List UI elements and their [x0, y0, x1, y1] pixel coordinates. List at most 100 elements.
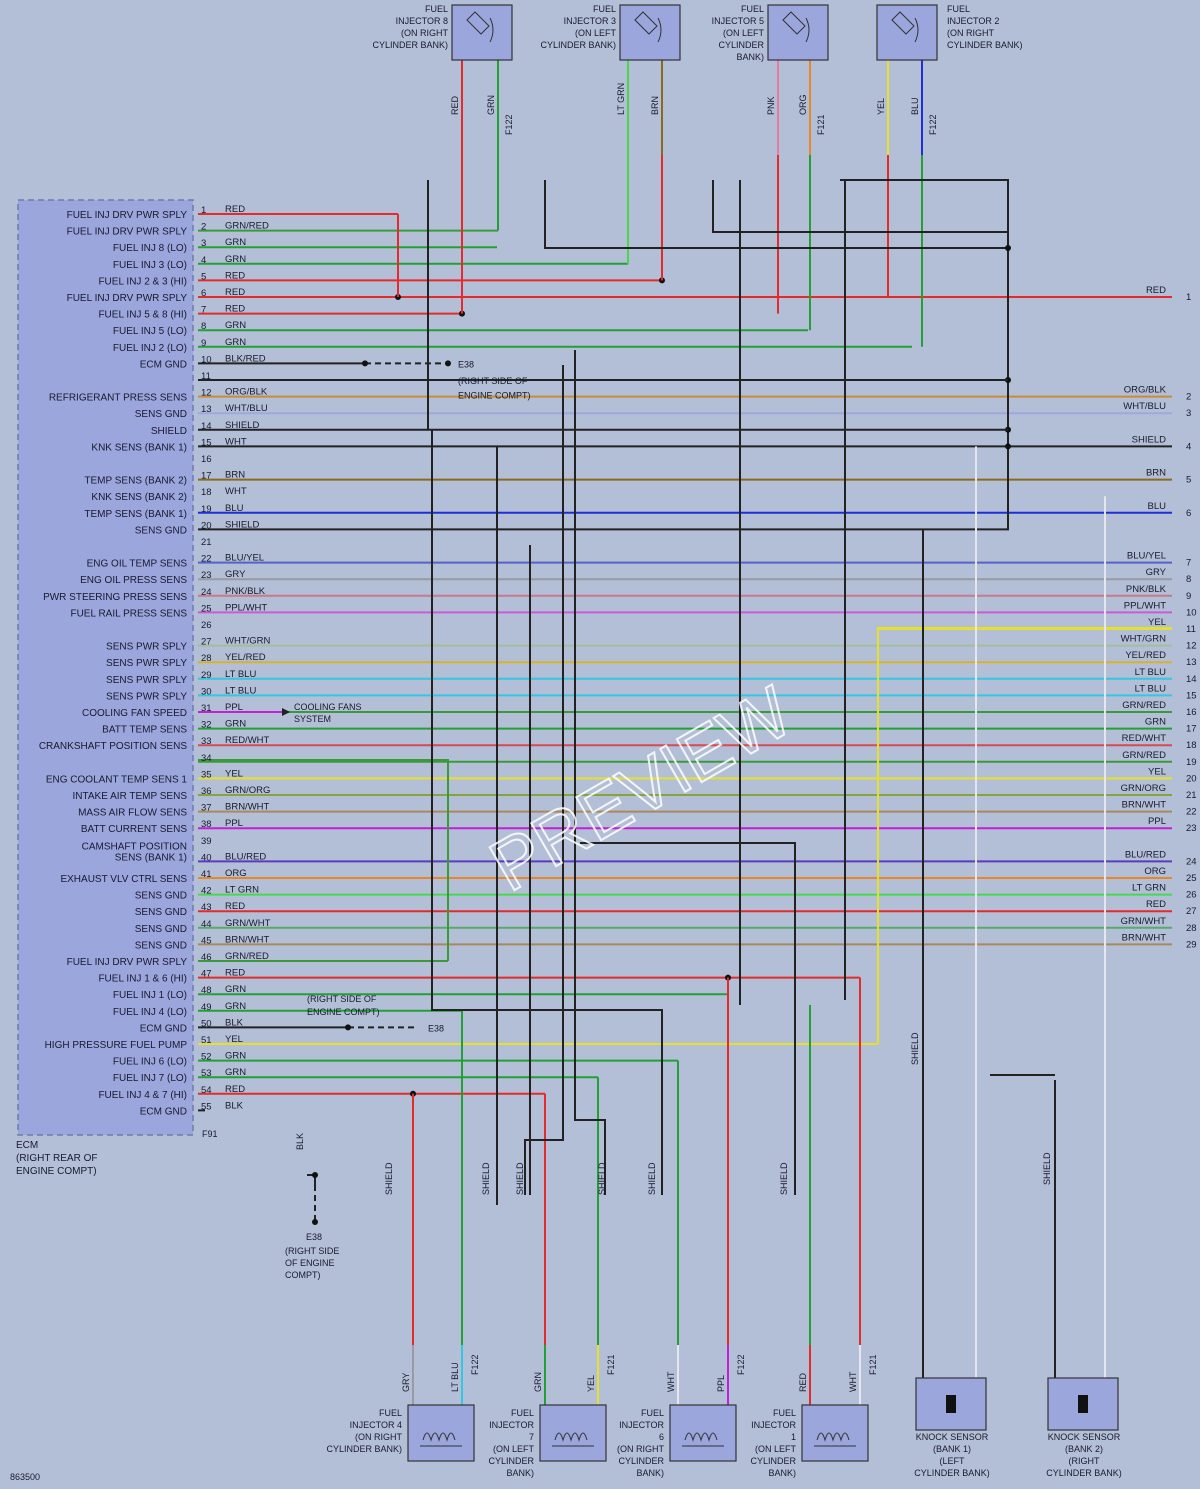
shield-run	[574, 350, 606, 1195]
ecm-pin-number: 42	[201, 886, 212, 897]
ecm-pin-func: INTAKE AIR TEMP SENS	[73, 791, 188, 802]
ecm-wire-label: GRN	[225, 1051, 246, 1062]
ecm-wire-label: GRN	[225, 337, 246, 348]
wire-color-label: ORG	[798, 94, 808, 115]
splice-dot	[1005, 443, 1011, 450]
right-terminal-number: 25	[1186, 873, 1197, 884]
ecm-wire-label: GRY	[225, 569, 246, 580]
ecm-pin-func: FUEL INJ 6 (LO)	[113, 1057, 187, 1068]
injector-icon	[801, 1404, 869, 1462]
ecm-pin-number: 14	[201, 421, 212, 432]
ecm-pin-number: 10	[201, 354, 212, 365]
svg-text:(RIGHT SIDE OF: (RIGHT SIDE OF	[458, 376, 528, 386]
right-wire-label: BRN	[1146, 468, 1166, 479]
ecm-pin-func: FUEL INJ 8 (LO)	[113, 243, 187, 254]
right-wire-label: GRN	[1145, 717, 1166, 728]
knock-sensor-label: (BANK 2)	[1065, 1444, 1103, 1454]
knock-sensor-label: KNOCK SENSOR	[916, 1432, 989, 1442]
wire-run	[877, 627, 1172, 1044]
svg-text:E38: E38	[458, 359, 474, 369]
ecm-pin-func: SENS GND	[135, 891, 187, 902]
svg-text:(RIGHT SIDE: (RIGHT SIDE	[285, 1246, 339, 1256]
knock-sensor-label: CYLINDER BANK)	[914, 1468, 990, 1478]
ecm-pin-func: FUEL INJ 1 (LO)	[113, 990, 187, 1001]
svg-text:E38: E38	[428, 1023, 444, 1033]
ecm-pin-number: 53	[201, 1068, 212, 1079]
piezo-icon	[1078, 1395, 1088, 1413]
ecm-pin-func: ENG OIL PRESS SENS	[80, 575, 187, 586]
wire-color-label: LT GRN	[616, 83, 626, 115]
ecm-wire-label: BLK/RED	[225, 353, 266, 364]
ecm-connector: F91	[202, 1129, 218, 1139]
shield-run	[524, 365, 564, 1195]
ecm-pin-number: 28	[201, 653, 212, 664]
ecm-location-2: ENGINE COMPT)	[16, 1166, 97, 1177]
right-terminal-number: 3	[1186, 408, 1191, 419]
svg-text:E38: E38	[306, 1232, 322, 1242]
right-terminal-number: 29	[1186, 939, 1197, 950]
injector-label: BANK)	[768, 1468, 796, 1478]
ecm-pin-func: SENS GND	[135, 940, 187, 951]
injector-label: INJECTOR 2	[947, 16, 999, 26]
ecm-wire-label: GRN	[225, 320, 246, 331]
ecm-pin-func: PWR STEERING PRESS SENS	[43, 592, 187, 603]
ecm-pin-number: 21	[201, 537, 212, 548]
ecm-pin-func: SENS PWR SPLY	[106, 642, 187, 653]
right-terminal-number: 8	[1186, 574, 1191, 585]
shield-label: SHIELD	[647, 1162, 657, 1195]
ecm-pin-number: 26	[201, 620, 212, 631]
ecm-pin-func: FUEL INJ 4 & 7 (HI)	[98, 1090, 187, 1101]
splice-dot	[362, 360, 368, 367]
ecm-pin-func: TEMP SENS (BANK 1)	[84, 509, 187, 520]
ecm-pin-number: 48	[201, 985, 212, 996]
injector-label: BANK)	[736, 52, 764, 62]
ecm-pin-number: 33	[201, 736, 212, 747]
ecm-wire-label: RED	[225, 901, 245, 912]
ecm-pin-number: 15	[201, 437, 212, 448]
injector-label: CYLINDER	[750, 1456, 796, 1466]
ecm-pin-func: FUEL INJ DRV PWR SPLY	[67, 210, 188, 221]
ecm-wire-label: SHIELD	[225, 420, 259, 431]
ecm-pin-number: 4	[201, 255, 206, 266]
injector-label: 6	[659, 1432, 664, 1442]
ecm-pin-number: 54	[201, 1085, 212, 1096]
ecm-module	[17, 199, 194, 1136]
ecm-pin-number: 51	[201, 1035, 212, 1046]
ecm-pin-func: BATT CURRENT SENS	[81, 824, 187, 835]
ecm-pin-number: 23	[201, 570, 212, 581]
wire-color-label: PPL	[716, 1375, 726, 1392]
ecm-wire-label: RED/WHT	[225, 735, 270, 746]
right-terminal-number: 28	[1186, 923, 1197, 934]
right-wire-label: BLU/RED	[1125, 849, 1166, 860]
ecm-pin-func: ENG OIL TEMP SENS	[87, 559, 188, 570]
ecm-pin-func: FUEL INJ 5 & 8 (HI)	[98, 310, 187, 321]
ecm-pin-func: SENS GND	[135, 525, 187, 536]
ecm-pin-func: FUEL INJ 7 (LO)	[113, 1073, 187, 1084]
injector-label: 7	[529, 1432, 534, 1442]
shield-label: SHIELD	[779, 1162, 789, 1195]
injector-label: INJECTOR	[619, 1420, 664, 1430]
ecm-pin-func: FUEL INJ DRV PWR SPLY	[67, 227, 188, 238]
ecm-pin-func: MASS AIR FLOW SENS	[78, 808, 187, 819]
ecm-pin-number: 22	[201, 554, 212, 565]
ecm-pin-number: 46	[201, 952, 212, 963]
ecm-pin-number: 30	[201, 686, 212, 697]
ecm-wire-label: BRN	[225, 470, 245, 481]
splice-dot	[445, 360, 451, 367]
ecm-wire-label: BLK	[225, 1100, 244, 1111]
ecm-pin-number: 17	[201, 471, 212, 482]
shield-run	[712, 180, 1008, 233]
ecm-pin-number: 45	[201, 935, 212, 946]
right-wire-label: WHT/GRN	[1121, 634, 1167, 645]
right-wire-label: BRN/WHT	[1122, 932, 1167, 943]
ecm-pin-number: 1	[201, 205, 206, 216]
svg-text:ENGINE COMPT): ENGINE COMPT)	[458, 391, 531, 401]
ecm-pin-func: SENS PWR SPLY	[106, 675, 187, 686]
ecm-wire-label: YEL/RED	[225, 652, 266, 663]
ecm-pin-func: KNK SENS (BANK 1)	[91, 442, 187, 453]
right-terminal-number: 19	[1186, 757, 1197, 768]
ecm-pin-number: 2	[201, 222, 206, 233]
ecm-pin-func: FUEL INJ 1 & 6 (HI)	[98, 974, 187, 985]
